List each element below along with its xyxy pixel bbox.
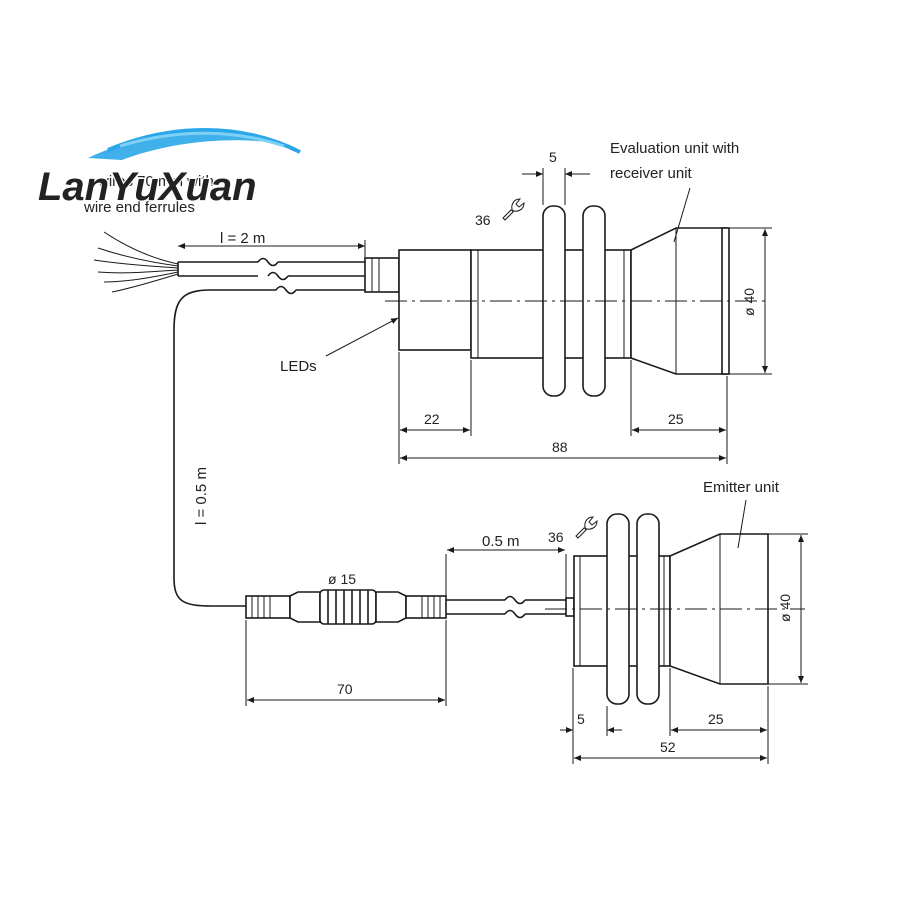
top-wrench-icon	[502, 198, 525, 221]
brand-logo-text: LanYuXuan	[38, 165, 257, 209]
leds-label: LEDs	[280, 358, 317, 375]
emitter-unit-callout: Emitter unit	[703, 479, 780, 549]
cable-length-bottom-label: 0.5 m	[482, 533, 520, 550]
wires-label-line1: wires 70 mm with	[97, 173, 214, 190]
top-right-length-value: 25	[668, 411, 684, 427]
top-wrench-size: 36	[475, 198, 525, 228]
top-left-length-value: 22	[424, 411, 440, 427]
m12-connector: ø 15	[245, 571, 447, 625]
evaluation-unit-callout: Evaluation unit with receiver unit	[610, 140, 739, 243]
dim-cable-bottom: 0.5 m	[445, 533, 567, 598]
top-wrench-value: 36	[475, 212, 491, 228]
dim-bottom-lengths: 5 25 52	[560, 668, 769, 764]
top-diameter-value: ø 40	[741, 288, 757, 316]
top-nut-width-value: 5	[549, 149, 557, 165]
bottom-total-length-value: 52	[660, 739, 676, 755]
bottom-cable	[446, 595, 566, 619]
leds-callout: LEDs	[280, 317, 399, 375]
connector-diameter-label: ø 15	[328, 571, 356, 587]
bottom-right-length-value: 25	[708, 711, 724, 727]
dim-connector-length: 70	[245, 620, 447, 706]
bottom-nut-width-value: 5	[577, 711, 585, 727]
dim-bottom-diameter: ø 40	[768, 533, 808, 685]
emitter-unit-label: Emitter unit	[703, 479, 780, 496]
dim-top-lengths: 22 25 88	[398, 352, 728, 464]
dim-top-diameter: ø 40	[729, 227, 772, 375]
bottom-wrench-icon	[575, 516, 598, 539]
cable-length-top-label: l = 2 m	[220, 230, 265, 247]
bottom-wrench-value: 36	[548, 529, 564, 545]
dim-top-nut-width: 5	[522, 149, 590, 205]
brand-logo: LanYuXuan	[37, 128, 301, 210]
bottom-wrench-size: 36	[548, 516, 598, 545]
top-cable	[177, 257, 365, 295]
evaluation-unit-label-line1: Evaluation unit with	[610, 140, 739, 157]
dim-cable-side: l = 0.5 m	[193, 467, 210, 525]
wires-callout: wires 70 mm with wire end ferrules	[83, 173, 214, 216]
connector-length-value: 70	[337, 681, 353, 697]
side-cable	[173, 289, 246, 607]
top-total-length-value: 88	[552, 439, 568, 455]
bottom-diameter-value: ø 40	[777, 594, 793, 622]
evaluation-unit-label-line2: receiver unit	[610, 165, 693, 182]
free-wire-ends	[93, 231, 179, 293]
emitter-unit	[545, 513, 805, 705]
dim-cable-top: l = 2 m	[178, 230, 366, 262]
cable-length-side-label: l = 0.5 m	[193, 467, 210, 525]
evaluation-unit	[364, 205, 765, 397]
wires-label-line2: wire end ferrules	[83, 199, 195, 216]
